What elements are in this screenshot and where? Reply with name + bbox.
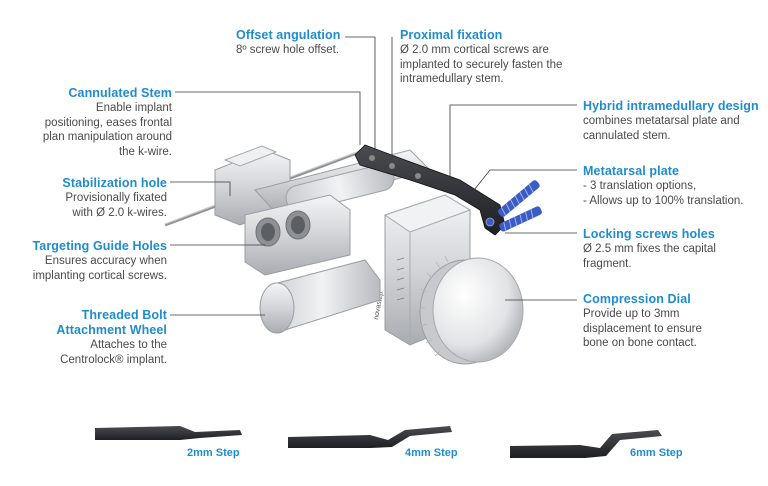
step-implants	[95, 426, 662, 458]
callout-text: with Ø 2.0 k-wires.	[72, 206, 167, 219]
callout-text: - 3 translation options,	[583, 180, 697, 192]
callout-locking-screws: Locking screws holes Ø 2.5 mm fixes the …	[583, 227, 768, 271]
callout-text: cannulated stem.	[583, 129, 671, 142]
callout-text: Ensures accuracy when	[44, 255, 167, 267]
callout-title: Threaded Bolt	[81, 308, 167, 322]
callout-text: intramedullary stem.	[400, 73, 504, 85]
callout-title: Targeting Guide Holes	[32, 239, 167, 253]
callout-title: Stabilization hole	[62, 176, 167, 190]
callout-title: Locking screws holes	[583, 227, 715, 241]
step-implant-6mm	[510, 430, 662, 458]
callout-compression-dial: Compression Dial Provide up to 3mm displ…	[583, 292, 768, 351]
callout-text: the k-wire.	[118, 145, 172, 158]
brand-engraving: novastep	[373, 291, 385, 320]
callout-targeting-guide: Targeting Guide Holes Ensures accuracy w…	[0, 239, 167, 283]
callout-stabilization-hole: Stabilization hole Provisionally fixated…	[0, 176, 167, 220]
callout-text: Enable implant	[95, 102, 172, 114]
step-label-6mm: 6mm Step	[630, 447, 683, 459]
callout-text: combines metatarsal plate and	[583, 115, 740, 127]
callout-title: Hybrid intramedullary design	[583, 99, 759, 113]
callout-title: Cannulated Stem	[68, 86, 172, 100]
callout-title-line2: Attachment Wheel	[56, 323, 167, 337]
callout-text: Provisionally fixated	[65, 192, 167, 204]
locking-screws	[498, 180, 542, 232]
callout-threaded-bolt: Threaded Bolt Attachment Wheel Attaches …	[0, 308, 167, 367]
callout-text: implanted to securely fasten the	[400, 58, 563, 71]
callout-offset-angulation: Offset angulation 8º screw hole offset.	[236, 28, 436, 58]
callout-cannulated-stem: Cannulated Stem Enable implant positioni…	[0, 86, 172, 159]
callout-hybrid-design: Hybrid intramedullary design combines me…	[583, 99, 768, 143]
callout-text: 8º screw hole offset.	[236, 44, 340, 56]
callout-title: Metatarsal plate	[583, 164, 680, 178]
callout-text: plan manipulation around	[42, 131, 172, 143]
callout-title: Proximal fixation	[400, 28, 503, 42]
callout-text: Ø 2.5 mm fixes the capital	[583, 243, 716, 255]
callout-metatarsal-plate: Metatarsal plate - 3 translation options…	[583, 164, 768, 208]
callout-title: Compression Dial	[583, 292, 691, 306]
callout-text: Centrolock® implant.	[60, 353, 167, 366]
callout-text: fragment.	[583, 257, 632, 270]
callout-text: bone on bone contact.	[583, 337, 697, 349]
callout-text: displacement to ensure	[583, 322, 702, 335]
step-label-2mm: 2mm Step	[187, 447, 240, 459]
callout-text: Attaches to the	[90, 339, 167, 351]
callout-text: positioning, eases frontal	[44, 116, 172, 129]
step-label-4mm: 4mm Step	[405, 447, 458, 459]
guide-body: novastep	[214, 145, 524, 365]
callout-proximal-fixation: Proximal fixation Ø 2.0 mm cortical scre…	[400, 28, 620, 87]
callout-text: Ø 2.0 mm cortical screws are	[400, 44, 549, 56]
step-implant-2mm	[95, 426, 242, 440]
callout-text: Provide up to 3mm	[583, 308, 680, 320]
callout-text: implanting cortical screws.	[32, 269, 167, 282]
leader-lines	[170, 36, 577, 316]
step-implant-4mm	[288, 426, 452, 448]
callout-title: Offset angulation	[236, 28, 341, 42]
callout-text: - Allows up to 100% translation.	[583, 194, 744, 207]
implant-plate	[354, 144, 506, 236]
